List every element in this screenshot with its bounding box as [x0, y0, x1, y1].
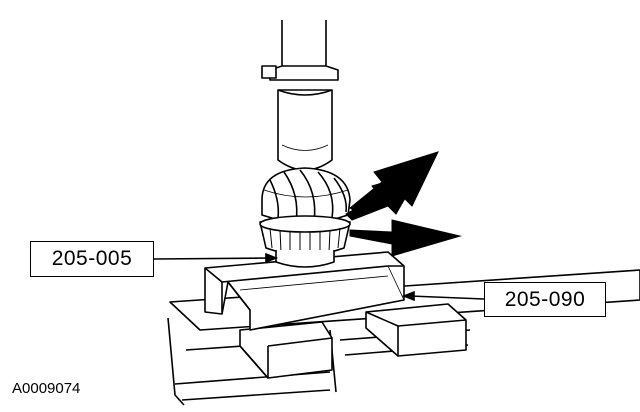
- pinion-gear: [261, 167, 351, 224]
- arrow-bottom: [349, 219, 462, 257]
- figure-id-label: A0009074: [12, 380, 81, 397]
- callout-205-090: 205-090: [484, 282, 606, 317]
- leader-line-205-090: [409, 295, 485, 300]
- bearing-splitter: [204, 251, 405, 331]
- callout-205-005: 205-005: [30, 241, 154, 277]
- arrow-middle: [345, 171, 422, 221]
- support-block-right: [365, 303, 467, 357]
- bearing-cone: [259, 215, 351, 268]
- force-arrows: [345, 151, 462, 257]
- leader-arrowhead-205-090: [401, 290, 415, 302]
- press-ram: [261, 20, 339, 171]
- leader-line-205-005: [153, 257, 273, 260]
- leader-arrowhead-205-005: [265, 252, 279, 264]
- support-block-left: [239, 321, 333, 379]
